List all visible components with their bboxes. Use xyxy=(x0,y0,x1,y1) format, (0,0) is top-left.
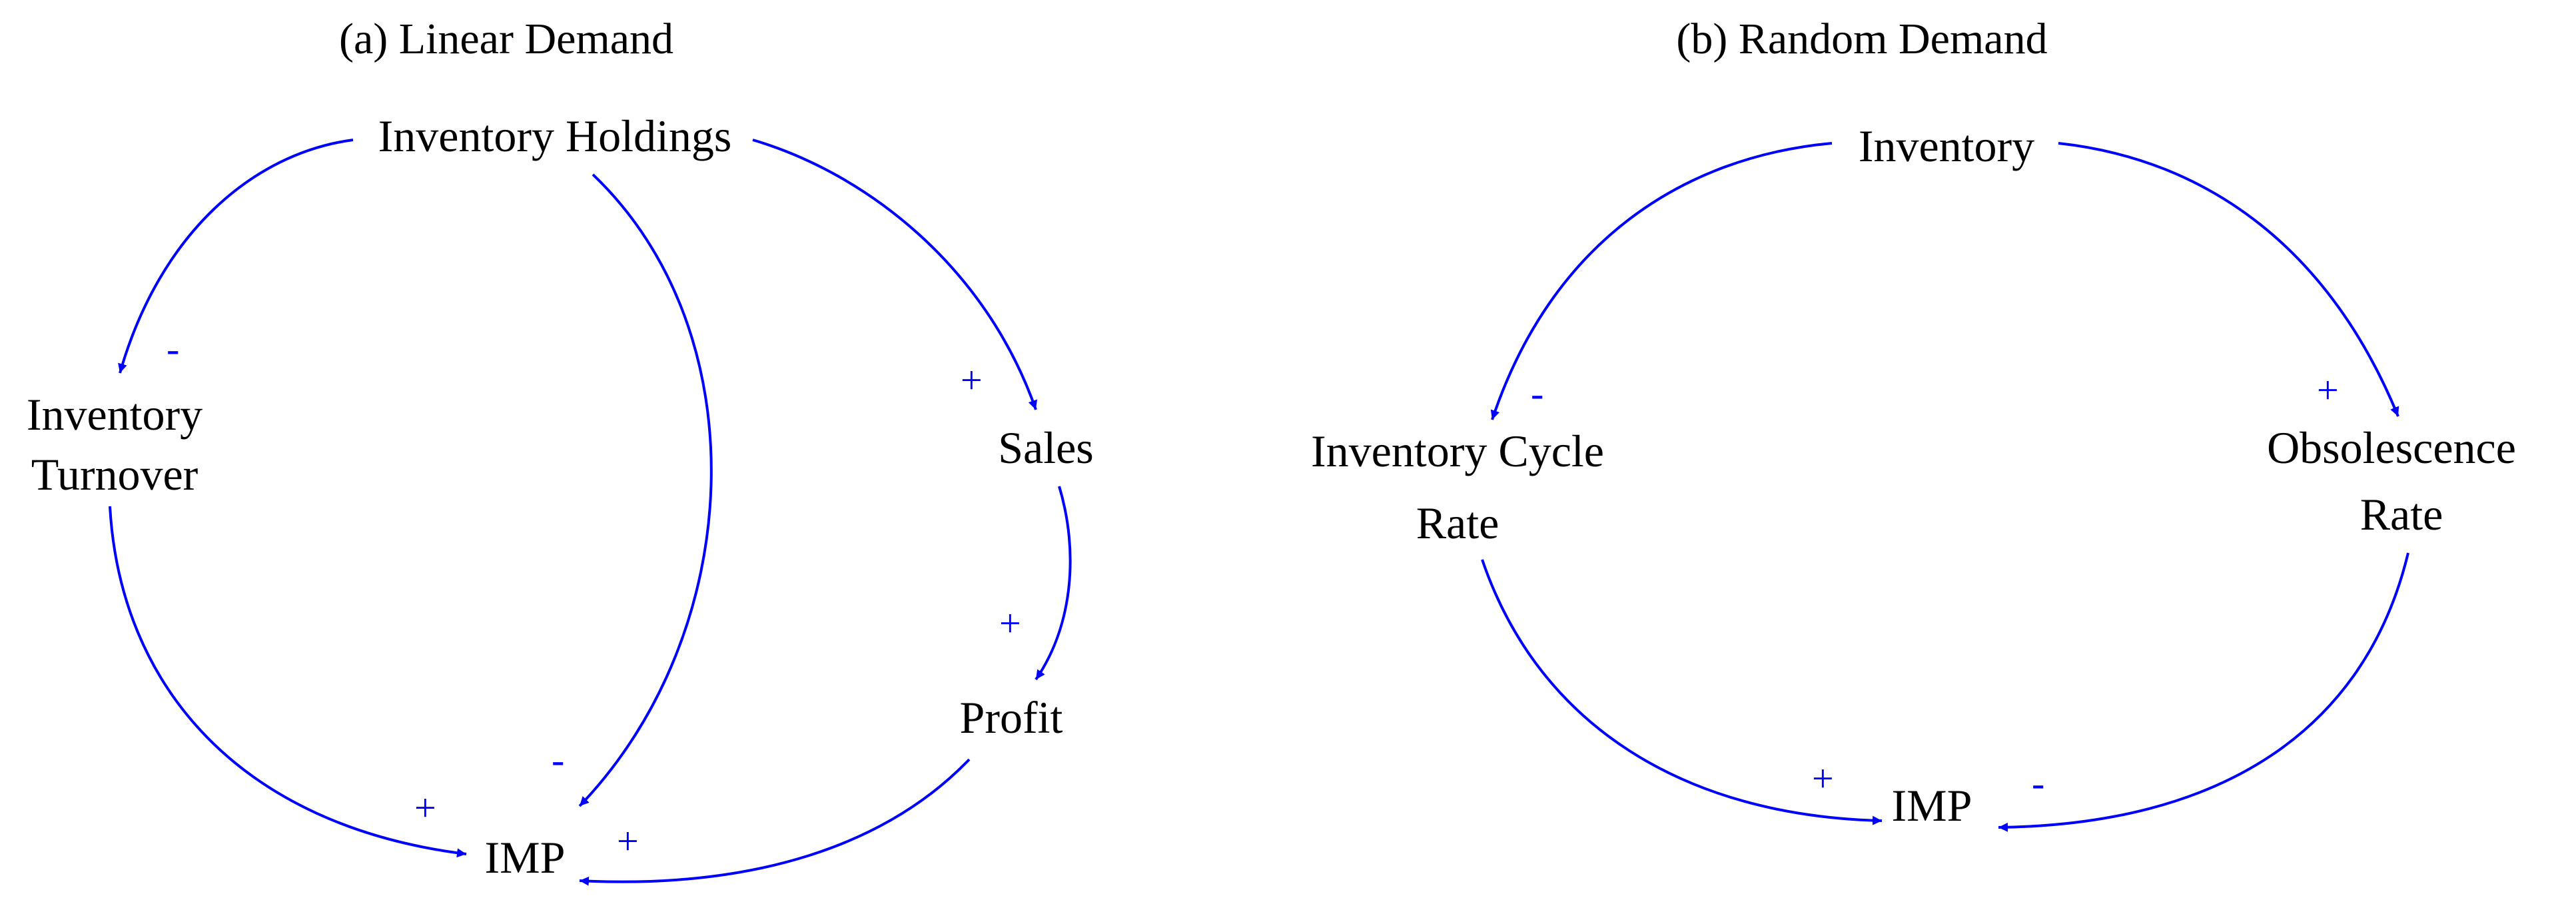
node-inventory: Inventory xyxy=(1859,121,2034,171)
polarity-profit-imp: + xyxy=(617,819,639,863)
node-cycle-rate-line2: Rate xyxy=(1416,498,1500,548)
link-holdings-to-turnover xyxy=(118,139,354,374)
node-sales: Sales xyxy=(998,422,1094,473)
polarity-holdings-imp: - xyxy=(552,738,564,781)
panel-a-title: (a) Linear Demand xyxy=(339,15,673,63)
polarity-inventory-obsolescence: + xyxy=(2317,368,2339,412)
node-cycle-rate-line1: Inventory Cycle xyxy=(1311,426,1604,476)
polarity-obsolescence-imp: - xyxy=(2032,761,2044,805)
link-inventory-to-obsolescence xyxy=(2058,142,2399,417)
link-inventory-to-cycle-rate xyxy=(1490,142,1833,420)
link-obsolescence-to-imp xyxy=(1998,552,2409,832)
link-sales-to-profit xyxy=(1035,486,1072,681)
polarity-cycle-rate-imp: + xyxy=(1812,757,1834,800)
node-obsolescence-line1: Obsolescence xyxy=(2267,422,2516,473)
node-profit: Profit xyxy=(960,692,1063,743)
link-holdings-to-imp xyxy=(578,173,713,807)
node-inventory-turnover-line2: Turnover xyxy=(31,449,199,500)
node-obsolescence-line2: Rate xyxy=(2360,489,2443,540)
polarity-holdings-turnover: - xyxy=(167,327,179,370)
link-cycle-rate-to-imp xyxy=(1481,559,1883,825)
node-inventory-turnover-line1: Inventory xyxy=(27,389,203,440)
link-holdings-to-sales xyxy=(752,139,1037,410)
link-profit-to-imp xyxy=(579,758,971,886)
polarity-holdings-sales: + xyxy=(961,358,983,402)
node-imp-b: IMP xyxy=(1892,780,1972,831)
polarity-inventory-cycle-rate: - xyxy=(1531,372,1543,415)
polarity-sales-profit: + xyxy=(999,602,1021,645)
node-imp-a: IMP xyxy=(485,832,566,883)
panel-a: (a) Linear Demand - - + + + + Inventory … xyxy=(27,15,1094,886)
link-turnover-to-imp xyxy=(109,506,467,858)
panel-b: (b) Random Demand - + + - Inventory Inve… xyxy=(1311,15,2516,832)
node-inventory-holdings: Inventory Holdings xyxy=(378,111,732,161)
panel-b-title: (b) Random Demand xyxy=(1676,15,2047,63)
polarity-turnover-imp: + xyxy=(414,786,436,829)
